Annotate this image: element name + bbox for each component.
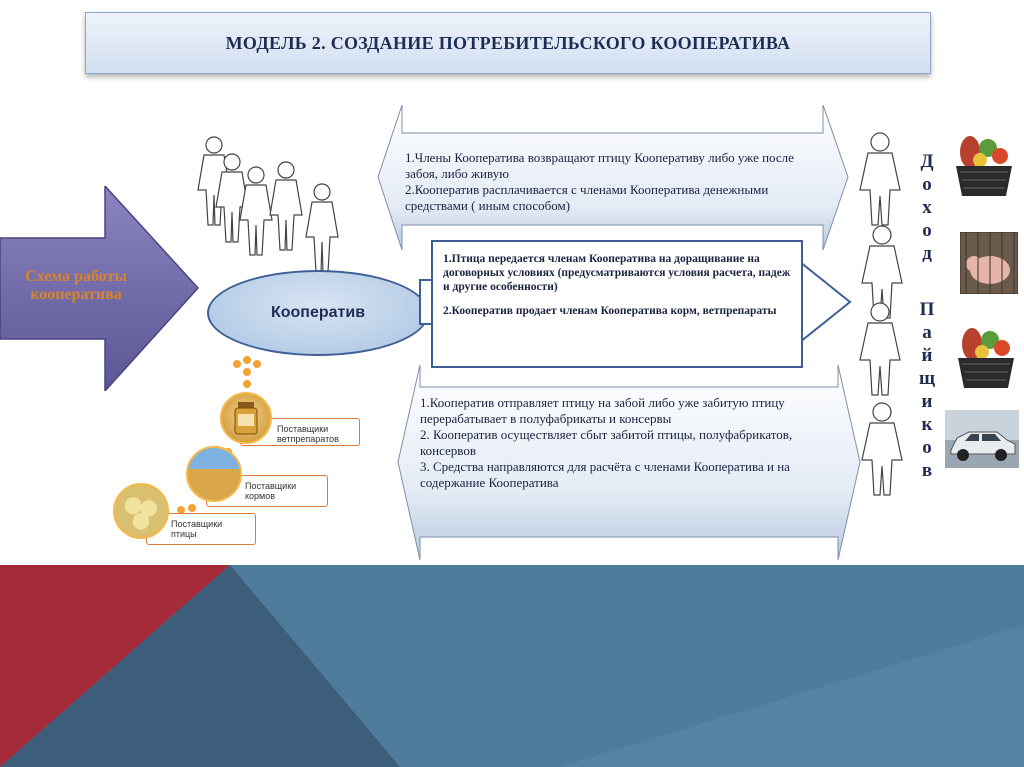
cooperative-label: Кооператив bbox=[270, 304, 366, 321]
letter: к bbox=[921, 414, 933, 435]
processing-line-1: 1.Кооператив отправляет птицу на забой л… bbox=[420, 395, 785, 426]
feed-field-image bbox=[186, 446, 242, 502]
letter: о bbox=[922, 437, 932, 458]
transfer-item-2: 2.Кооператив продает членам Кооператива … bbox=[443, 305, 777, 317]
pig-photo bbox=[960, 232, 1018, 294]
letter: а bbox=[922, 322, 932, 343]
title-banner: МОДЕЛЬ 2. СОЗДАНИЕ ПОТРЕБИТЕЛЬСКОГО КООП… bbox=[85, 12, 931, 74]
processing-line-2: 2. Кооператив осуществляет сбыт забитой … bbox=[420, 427, 793, 458]
processing-line-3: 3. Средства направляются для расчёта с ч… bbox=[420, 459, 790, 490]
letter: о bbox=[922, 174, 932, 195]
vet-supplies-image bbox=[220, 392, 272, 444]
letter: й bbox=[921, 345, 933, 366]
letter: и bbox=[921, 391, 933, 412]
people-group-icon bbox=[197, 136, 339, 273]
decor-dot bbox=[253, 360, 261, 368]
processing-arrow bbox=[397, 364, 861, 561]
letter: д bbox=[922, 243, 932, 264]
return-description: 1.Члены Кооператива возвращают птицу Коо… bbox=[405, 150, 805, 214]
return-line-2: 2.Кооператив расплачивается с членами Ко… bbox=[405, 182, 769, 213]
transfer-item-1: 1.Птица передается членам Кооператива на… bbox=[443, 253, 791, 293]
letter: х bbox=[922, 197, 932, 218]
supplier-feed-label: Поставщики кормов bbox=[245, 481, 297, 501]
shareholders-vertical-word: П а й щ и к о в bbox=[915, 298, 939, 482]
transfer-box: 1.Птица передается членам Кооператива на… bbox=[431, 240, 803, 368]
grocery-basket-icon bbox=[958, 328, 1014, 388]
scheme-arrow bbox=[0, 186, 200, 391]
return-arrow bbox=[377, 104, 849, 251]
medicine-bottle-icon bbox=[234, 402, 258, 435]
decor-dot bbox=[233, 360, 241, 368]
letter: в bbox=[921, 460, 933, 481]
scheme-label: Схема работы кооператива bbox=[25, 268, 127, 303]
cooperative-node: Кооператив bbox=[207, 270, 429, 356]
letter: П bbox=[919, 299, 935, 320]
decor-dot bbox=[243, 380, 251, 388]
chicks-image bbox=[113, 483, 169, 539]
letter: щ bbox=[918, 368, 936, 389]
decor-dot bbox=[243, 368, 251, 376]
members-column-icon bbox=[859, 132, 903, 496]
processing-description: 1.Кооператив отправляет птицу на забой л… bbox=[420, 395, 810, 491]
decor-dot bbox=[177, 506, 185, 514]
income-vertical-word: Д о х о д bbox=[915, 150, 939, 265]
supplier-bird-label: Поставщики птицы bbox=[171, 519, 223, 539]
letter: о bbox=[922, 220, 932, 241]
car-photo bbox=[945, 410, 1019, 468]
footer-decoration bbox=[0, 565, 1024, 767]
decor-dot bbox=[243, 356, 251, 364]
slide-title: МОДЕЛЬ 2. СОЗДАНИЕ ПОТРЕБИТЕЛЬСКОГО КООП… bbox=[225, 32, 791, 53]
supplier-bird-box: Поставщики птицы bbox=[146, 513, 256, 545]
supplier-vet-label: Поставщики ветпрепаратов bbox=[277, 424, 339, 444]
letter: Д bbox=[920, 151, 934, 172]
grocery-basket-icon bbox=[956, 136, 1012, 196]
decor-dot bbox=[188, 504, 196, 512]
return-line-1: 1.Члены Кооператива возвращают птицу Коо… bbox=[405, 150, 794, 181]
